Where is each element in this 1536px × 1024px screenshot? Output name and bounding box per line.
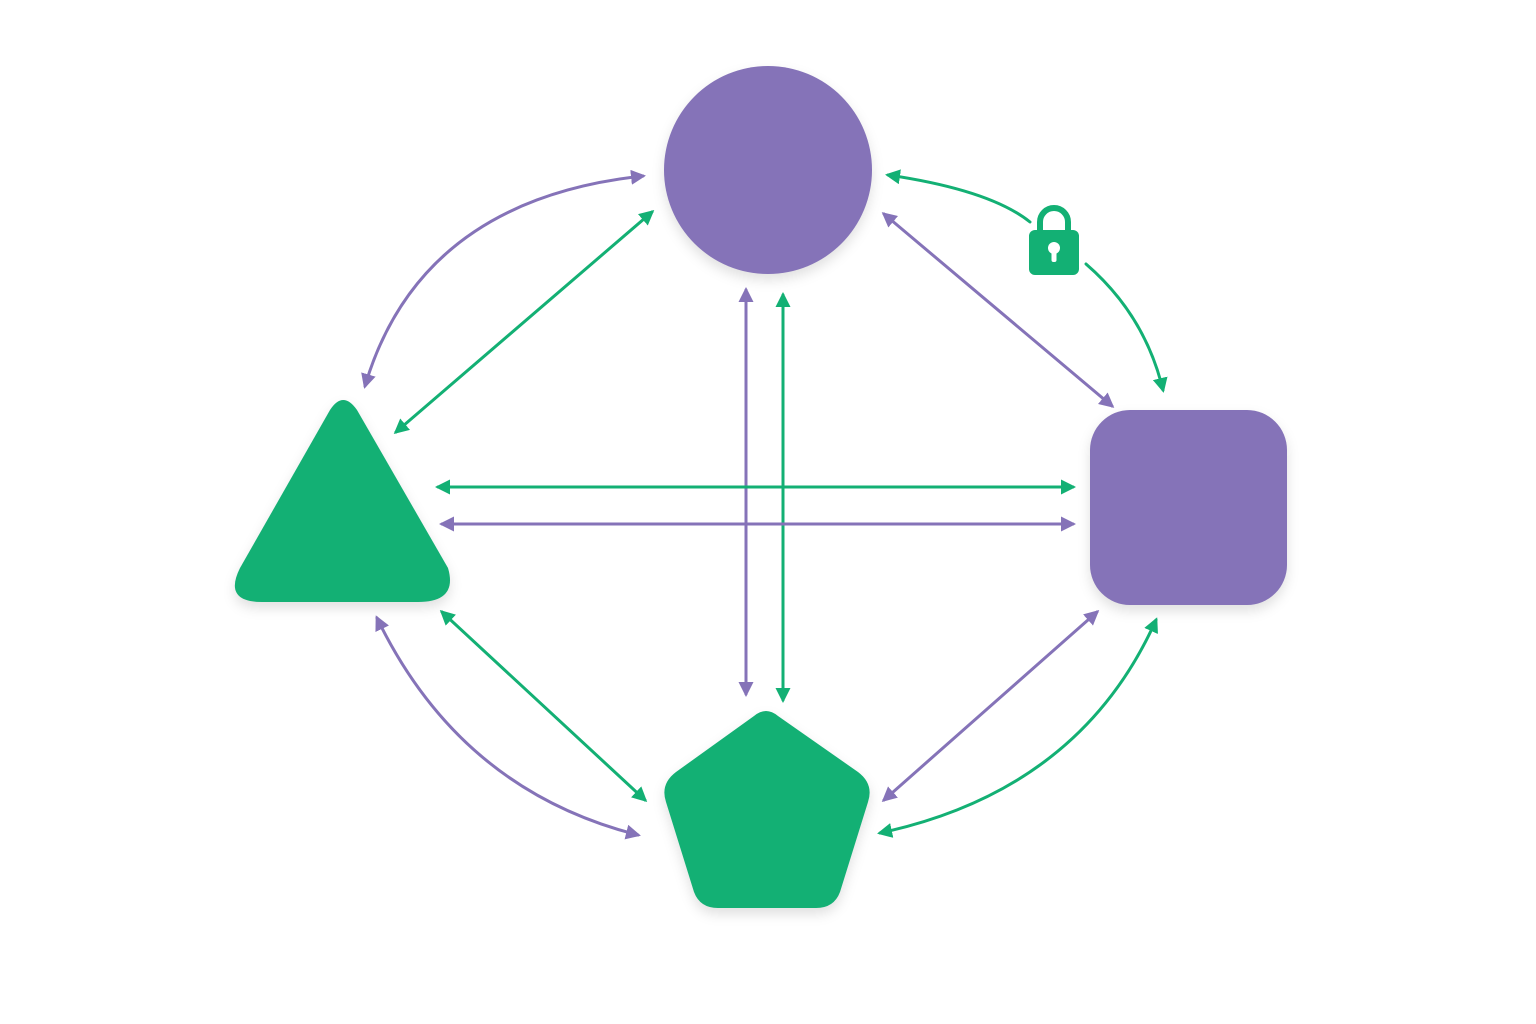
edge-square-pentagon-straight	[881, 610, 1100, 802]
lock-icon	[1029, 205, 1079, 275]
edge-circle-triangle-curved	[361, 169, 646, 389]
edge-circle-square-straight	[881, 212, 1115, 408]
triangle-node[interactable]	[234, 400, 450, 602]
edge-circle-square-curved	[885, 169, 1168, 393]
edge-circle-triangle-straight	[393, 210, 655, 434]
circle-node[interactable]	[664, 66, 872, 274]
pentagon-node[interactable]	[664, 711, 870, 908]
edge-square-pentagon-curved	[877, 617, 1158, 838]
edge-triangle-pentagon-straight	[439, 609, 648, 803]
square-node[interactable]	[1090, 410, 1287, 605]
edge-triangle-pentagon-curved	[375, 615, 641, 840]
